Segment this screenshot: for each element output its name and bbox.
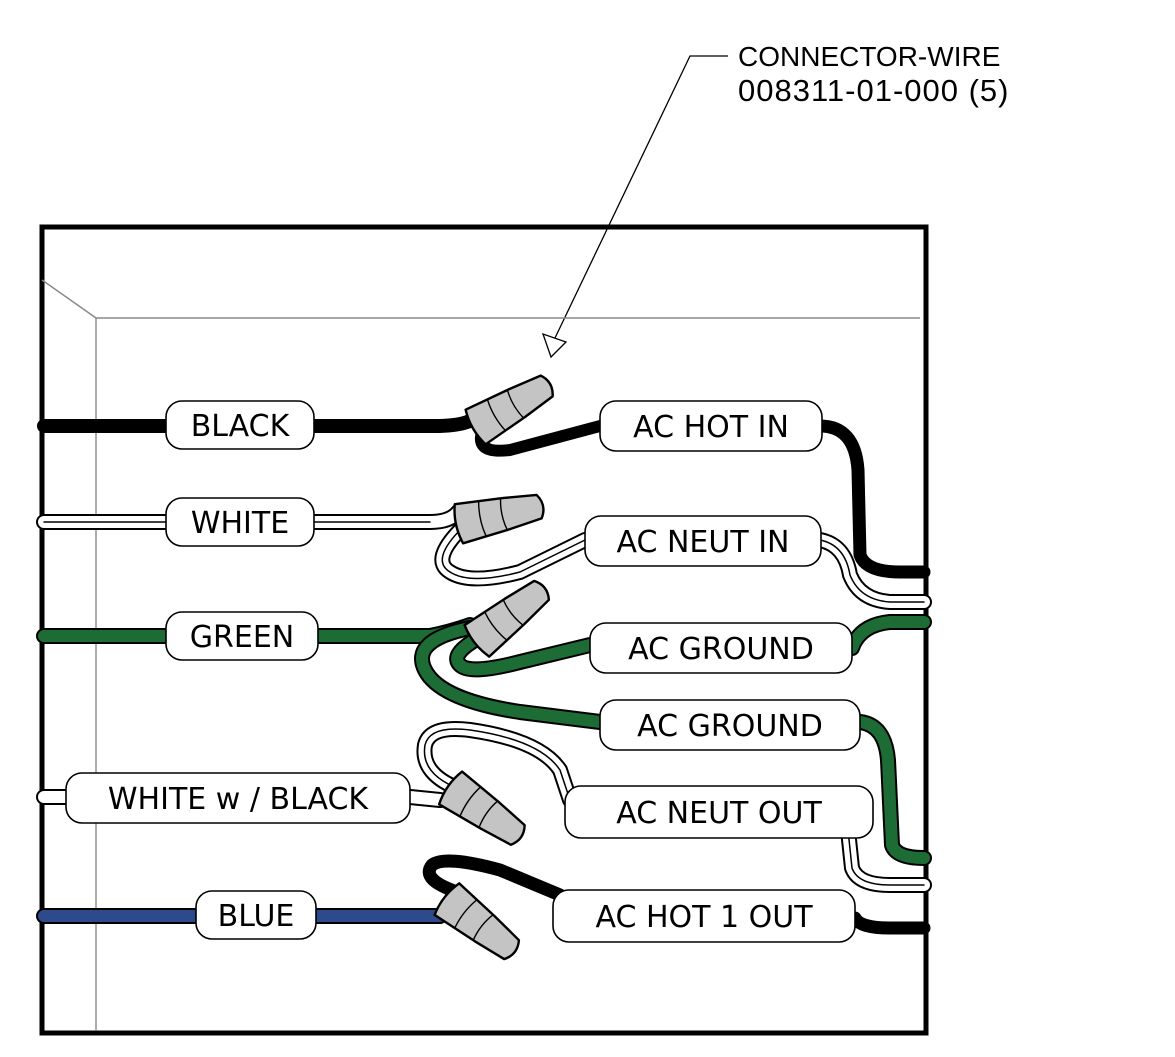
label-ac-ground-2: AC GROUND: [599, 699, 861, 751]
svg-text:AC GROUND: AC GROUND: [628, 632, 814, 667]
label-ac-ground-1: AC GROUND: [589, 622, 853, 674]
callout-title: CONNECTOR-WIRE: [738, 41, 1000, 72]
white-black-wire: [36, 721, 932, 893]
wire-connector-4: [437, 770, 526, 846]
svg-text:WHITE: WHITE: [191, 506, 289, 541]
label-ac-neut-in: AC NEUT IN: [584, 515, 822, 567]
wire-connector-3: [463, 579, 551, 658]
label-ac-neut-out: AC NEUT OUT: [564, 785, 874, 839]
svg-text:BLACK: BLACK: [191, 409, 291, 444]
label-blue: BLUE: [195, 890, 317, 940]
svg-text:AC NEUT OUT: AC NEUT OUT: [616, 796, 822, 831]
callout-part-number: 008311-01-000 (5): [738, 73, 1010, 108]
svg-text:WHITE w / BLACK: WHITE w / BLACK: [108, 782, 370, 817]
svg-text:AC GROUND: AC GROUND: [637, 709, 823, 744]
label-white-w-black: WHITE w / BLACK: [65, 772, 411, 824]
label-white: WHITE: [165, 497, 315, 547]
callout-leader: [541, 55, 728, 359]
svg-text:GREEN: GREEN: [190, 620, 294, 655]
label-black: BLACK: [165, 400, 315, 450]
white-wire: [36, 504, 932, 610]
label-green: GREEN: [165, 611, 319, 661]
svg-text:BLUE: BLUE: [218, 899, 295, 934]
wire-connector-5: [433, 882, 521, 961]
wire-connector-2: [453, 493, 545, 545]
label-ac-hot-in: AC HOT IN: [599, 400, 823, 452]
svg-text:AC HOT IN: AC HOT IN: [633, 410, 789, 445]
svg-text:AC NEUT IN: AC NEUT IN: [617, 525, 790, 560]
label-ac-hot-1-out: AC HOT 1 OUT: [552, 889, 856, 943]
wire-connector-1: [464, 374, 554, 446]
svg-text:AC HOT 1 OUT: AC HOT 1 OUT: [595, 900, 813, 935]
